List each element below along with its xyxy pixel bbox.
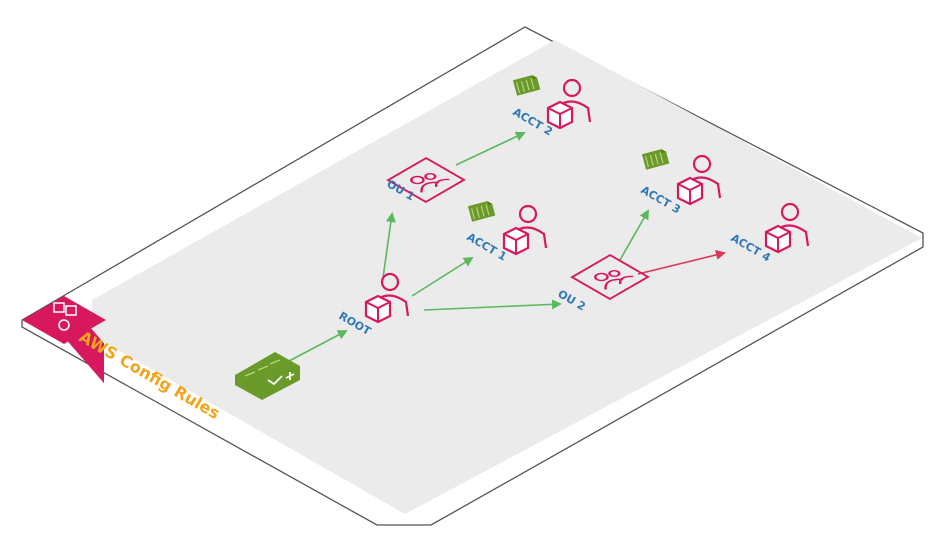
arrow-ou1-to-acct2: [455, 131, 526, 166]
arrow-root-to-ou1: [381, 212, 396, 286]
config-rules-policy-icon: [235, 352, 300, 400]
arrow-root-to-acct1: [411, 256, 474, 297]
config-rules-badge: [22, 296, 106, 344]
board-surface: [92, 40, 922, 514]
arrow-root-to-ou2: [423, 299, 562, 311]
arrow-ou2-to-acct3: [619, 209, 649, 261]
arrow-ou2-to-acct4: [637, 250, 726, 275]
